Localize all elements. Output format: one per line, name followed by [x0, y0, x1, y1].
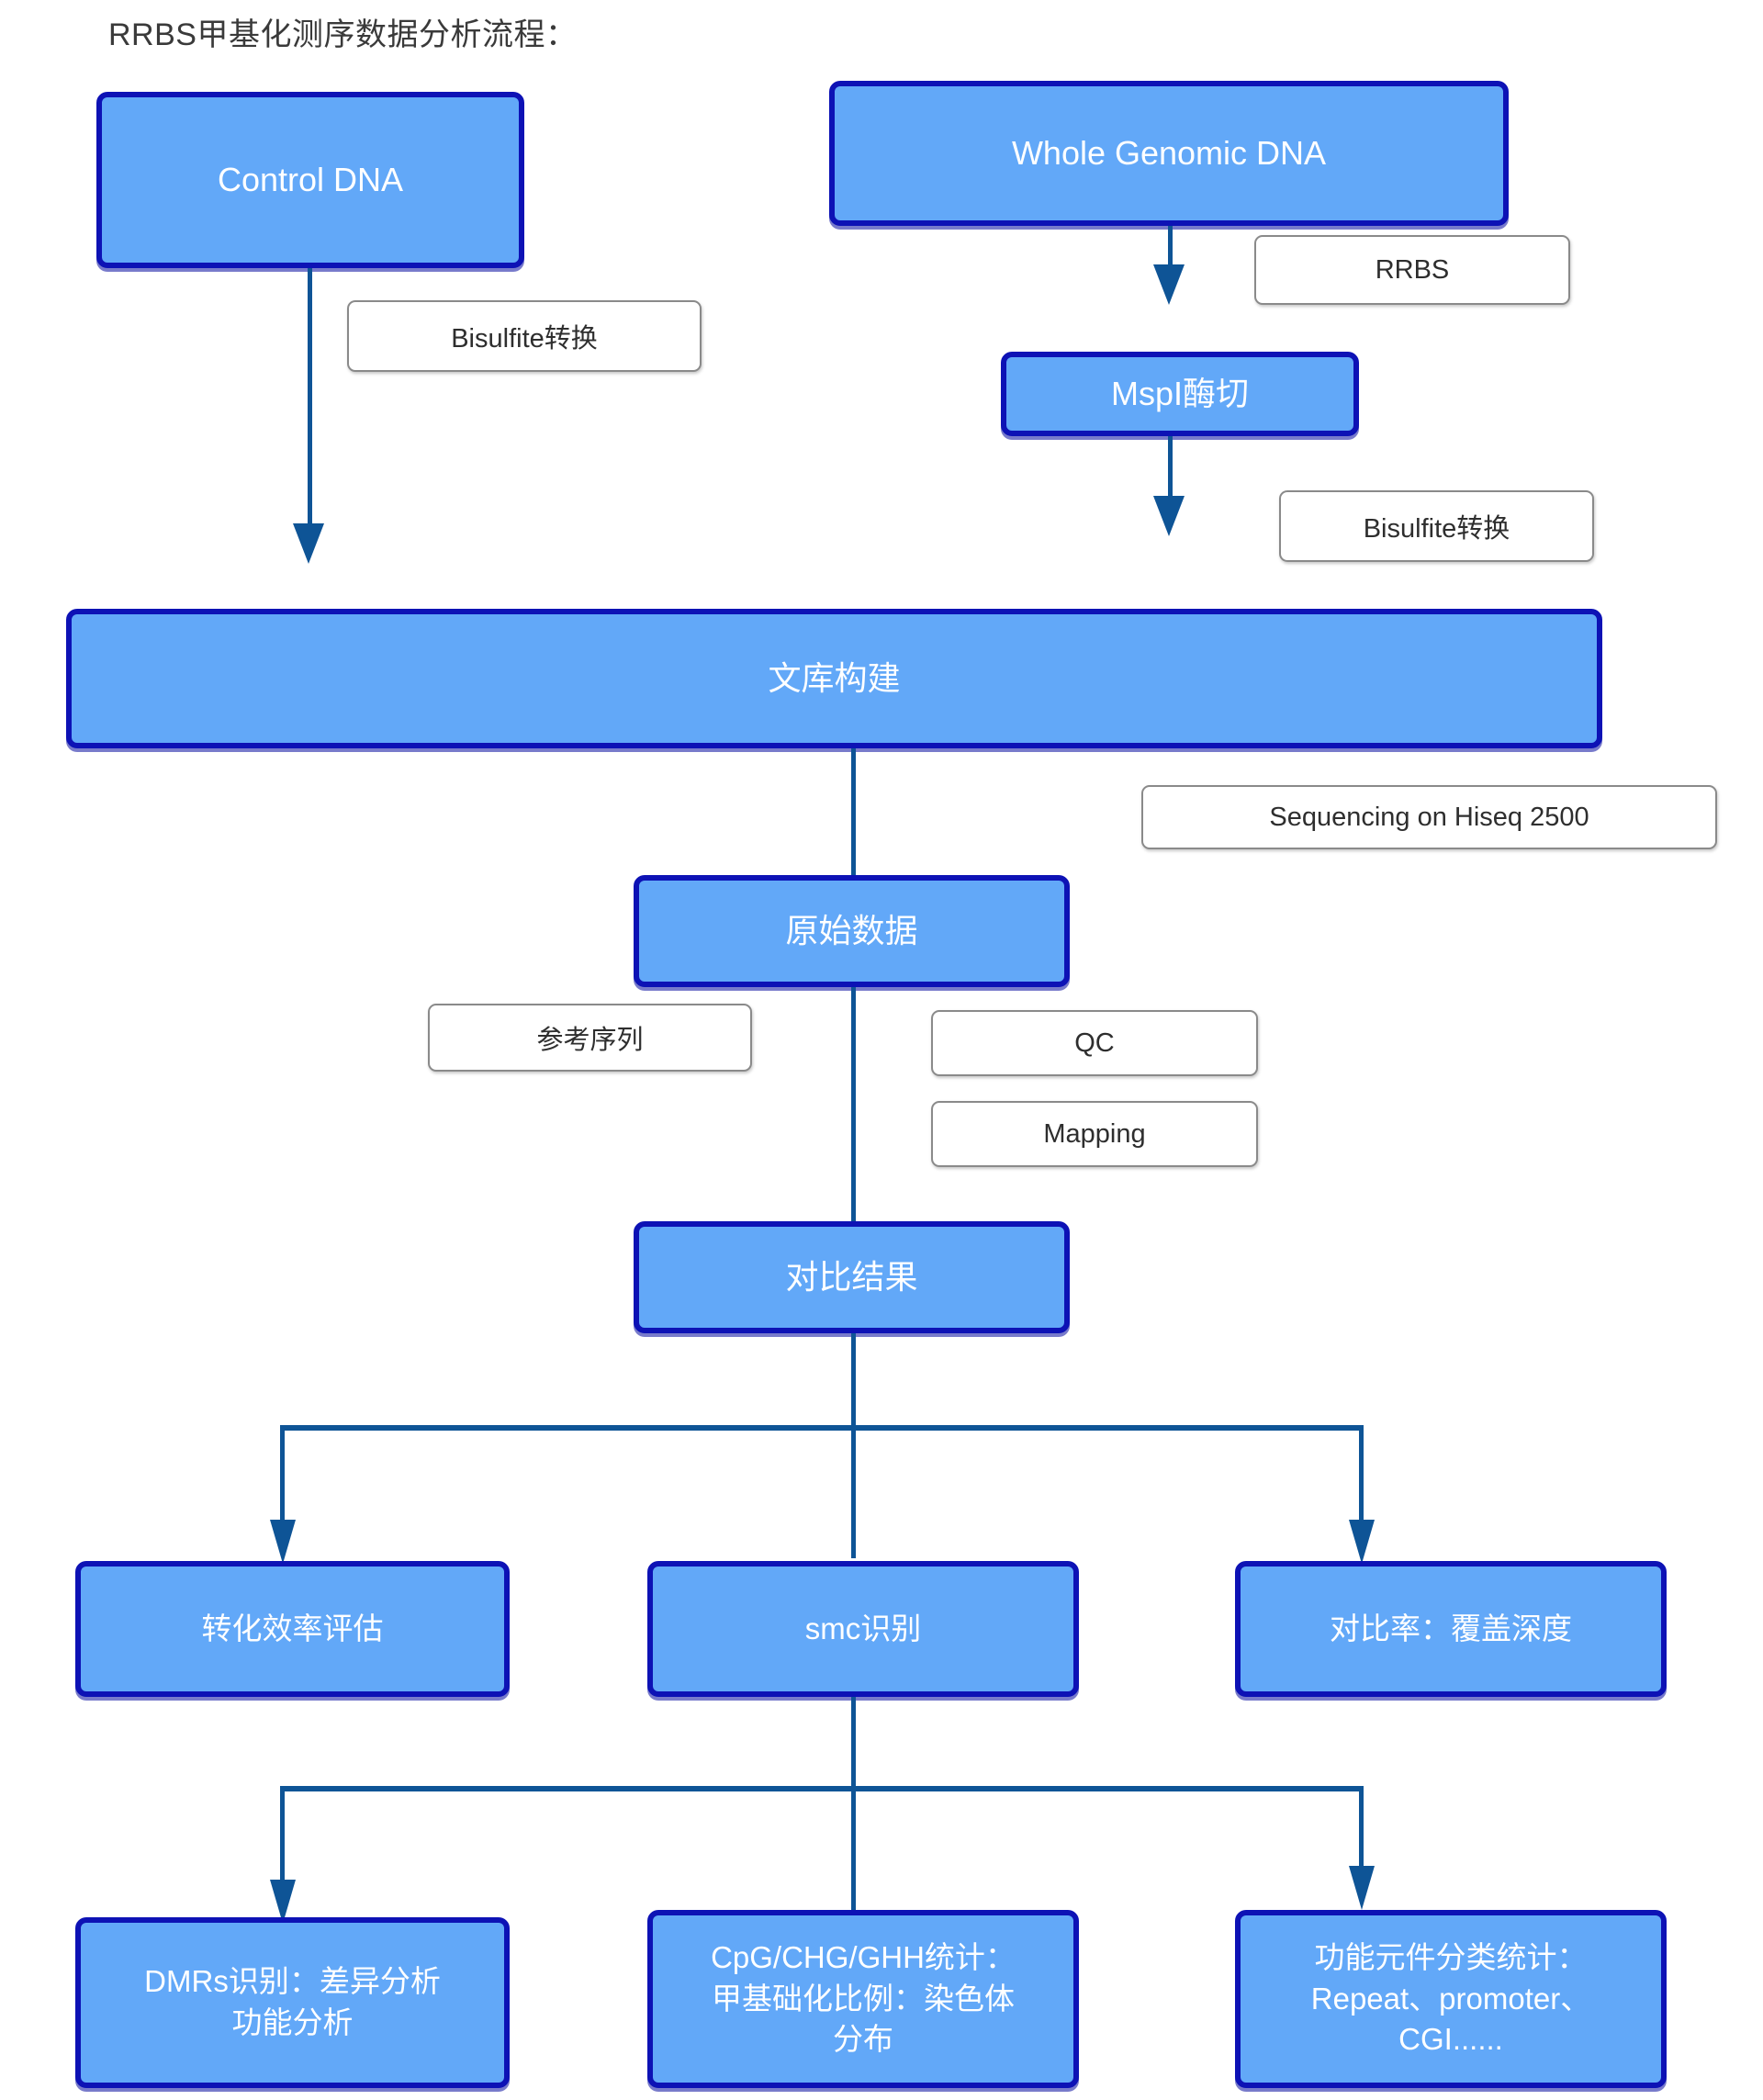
edge-label-sequencing-text: Sequencing on Hiseq 2500: [1269, 802, 1589, 832]
node-context-stats-label-line3: 分布: [833, 2022, 893, 2057]
node-smc-detection-label: smc识别: [804, 1611, 922, 1645]
node-mapping-rate-label: 对比率：覆盖深度: [1330, 1611, 1572, 1645]
node-functional-elements[interactable]: 功能元件分类统计： Repeat、promoter、 CGI......: [1235, 1910, 1667, 2088]
connector-branch2-right: [1359, 1786, 1364, 1896]
node-mapping-rate[interactable]: 对比率：覆盖深度: [1235, 1561, 1667, 1697]
node-functional-elements-label-line3: CGI......: [1398, 2022, 1503, 2057]
node-conversion-rate[interactable]: 转化效率评估: [75, 1561, 510, 1697]
connector-branch2-left: [280, 1786, 285, 1896]
page-title: RRBS甲基化测序数据分析流程：: [108, 17, 578, 52]
connector-wgdna-to-mspi: [1168, 226, 1173, 267]
node-whole-genomic-dna[interactable]: Whole Genomic DNA: [829, 81, 1509, 226]
node-library-construction[interactable]: 文库构建: [66, 609, 1602, 748]
node-library-construction-label: 文库构建: [768, 659, 901, 698]
connector-rawdata-to-mapresult: [851, 987, 856, 1224]
node-context-stats[interactable]: CpG/CHG/GHH统计： 甲基础化比例：染色体 分布: [647, 1910, 1079, 2088]
node-raw-data[interactable]: 原始数据: [634, 875, 1070, 987]
edge-label-bisulfite-right-text: Bisulfite转换: [1363, 514, 1510, 544]
node-mspi-digestion-label: MspI酶切: [1110, 375, 1249, 413]
node-dmrs[interactable]: DMRs识别：差异分析 功能分析: [75, 1917, 510, 2088]
edge-label-bisulfite-right: Bisulfite转换: [1279, 490, 1594, 562]
connector-mspi-to-library: [1168, 436, 1173, 500]
connector-mapresult-down: [851, 1333, 856, 1558]
arrowhead-wgdna-to-mspi: [1153, 264, 1185, 305]
node-context-stats-label-line2: 甲基础化比例：染色体: [712, 1981, 1015, 2016]
node-mapping-result[interactable]: 对比结果: [634, 1221, 1070, 1333]
arrowhead-branch2-left: [270, 1880, 296, 1924]
node-mapping-result-label: 对比结果: [785, 1258, 918, 1297]
node-control-dna[interactable]: Control DNA: [96, 92, 524, 268]
arrowhead-branch2-right: [1349, 1866, 1375, 1910]
node-functional-elements-label-line1: 功能元件分类统计：: [1314, 1940, 1588, 1975]
node-control-dna-label: Control DNA: [217, 161, 404, 199]
node-dmrs-label-line1: DMRs识别：差异分析: [144, 1964, 441, 1999]
arrowhead-branch1-left: [270, 1520, 296, 1564]
connector-library-to-rawdata: [851, 748, 856, 877]
node-mspi-digestion[interactable]: MspI酶切: [1001, 352, 1359, 436]
edge-label-sequencing: Sequencing on Hiseq 2500: [1141, 785, 1717, 849]
node-whole-genomic-dna-label: Whole Genomic DNA: [1011, 134, 1327, 173]
node-smc-detection[interactable]: smc识别: [647, 1561, 1079, 1697]
edge-label-mapping: Mapping: [931, 1101, 1258, 1167]
node-functional-elements-label-line2: Repeat、promoter、: [1310, 1981, 1591, 2016]
edge-label-mapping-text: Mapping: [1043, 1118, 1146, 1149]
arrowhead-control-to-library: [293, 523, 324, 564]
connector-branch1-horizontal: [280, 1425, 1364, 1431]
connector-control-to-library: [308, 268, 312, 531]
connector-smc-down: [851, 1697, 856, 1917]
arrowhead-branch1-right: [1349, 1520, 1375, 1564]
edge-label-rrbs: RRBS: [1254, 235, 1570, 305]
node-conversion-rate-label: 转化效率评估: [201, 1611, 384, 1645]
connector-branch1-left: [280, 1425, 285, 1531]
edge-label-reference-text: 参考序列: [536, 1026, 644, 1055]
arrowhead-mspi-to-library: [1153, 496, 1185, 536]
edge-label-qc-text: QC: [1074, 1028, 1115, 1058]
edge-label-reference: 参考序列: [428, 1004, 752, 1072]
edge-label-rrbs-text: RRBS: [1375, 254, 1450, 285]
node-raw-data-label: 原始数据: [785, 912, 918, 950]
connector-branch2-horizontal: [280, 1786, 1364, 1791]
edge-label-qc: QC: [931, 1010, 1258, 1076]
edge-label-bisulfite-left: Bisulfite转换: [347, 300, 702, 372]
edge-label-bisulfite-left-text: Bisulfite转换: [451, 324, 598, 354]
node-context-stats-label-line1: CpG/CHG/GHH统计：: [711, 1940, 1016, 1975]
node-dmrs-label-line2: 功能分析: [231, 2005, 354, 2039]
connector-branch1-right: [1359, 1425, 1364, 1531]
